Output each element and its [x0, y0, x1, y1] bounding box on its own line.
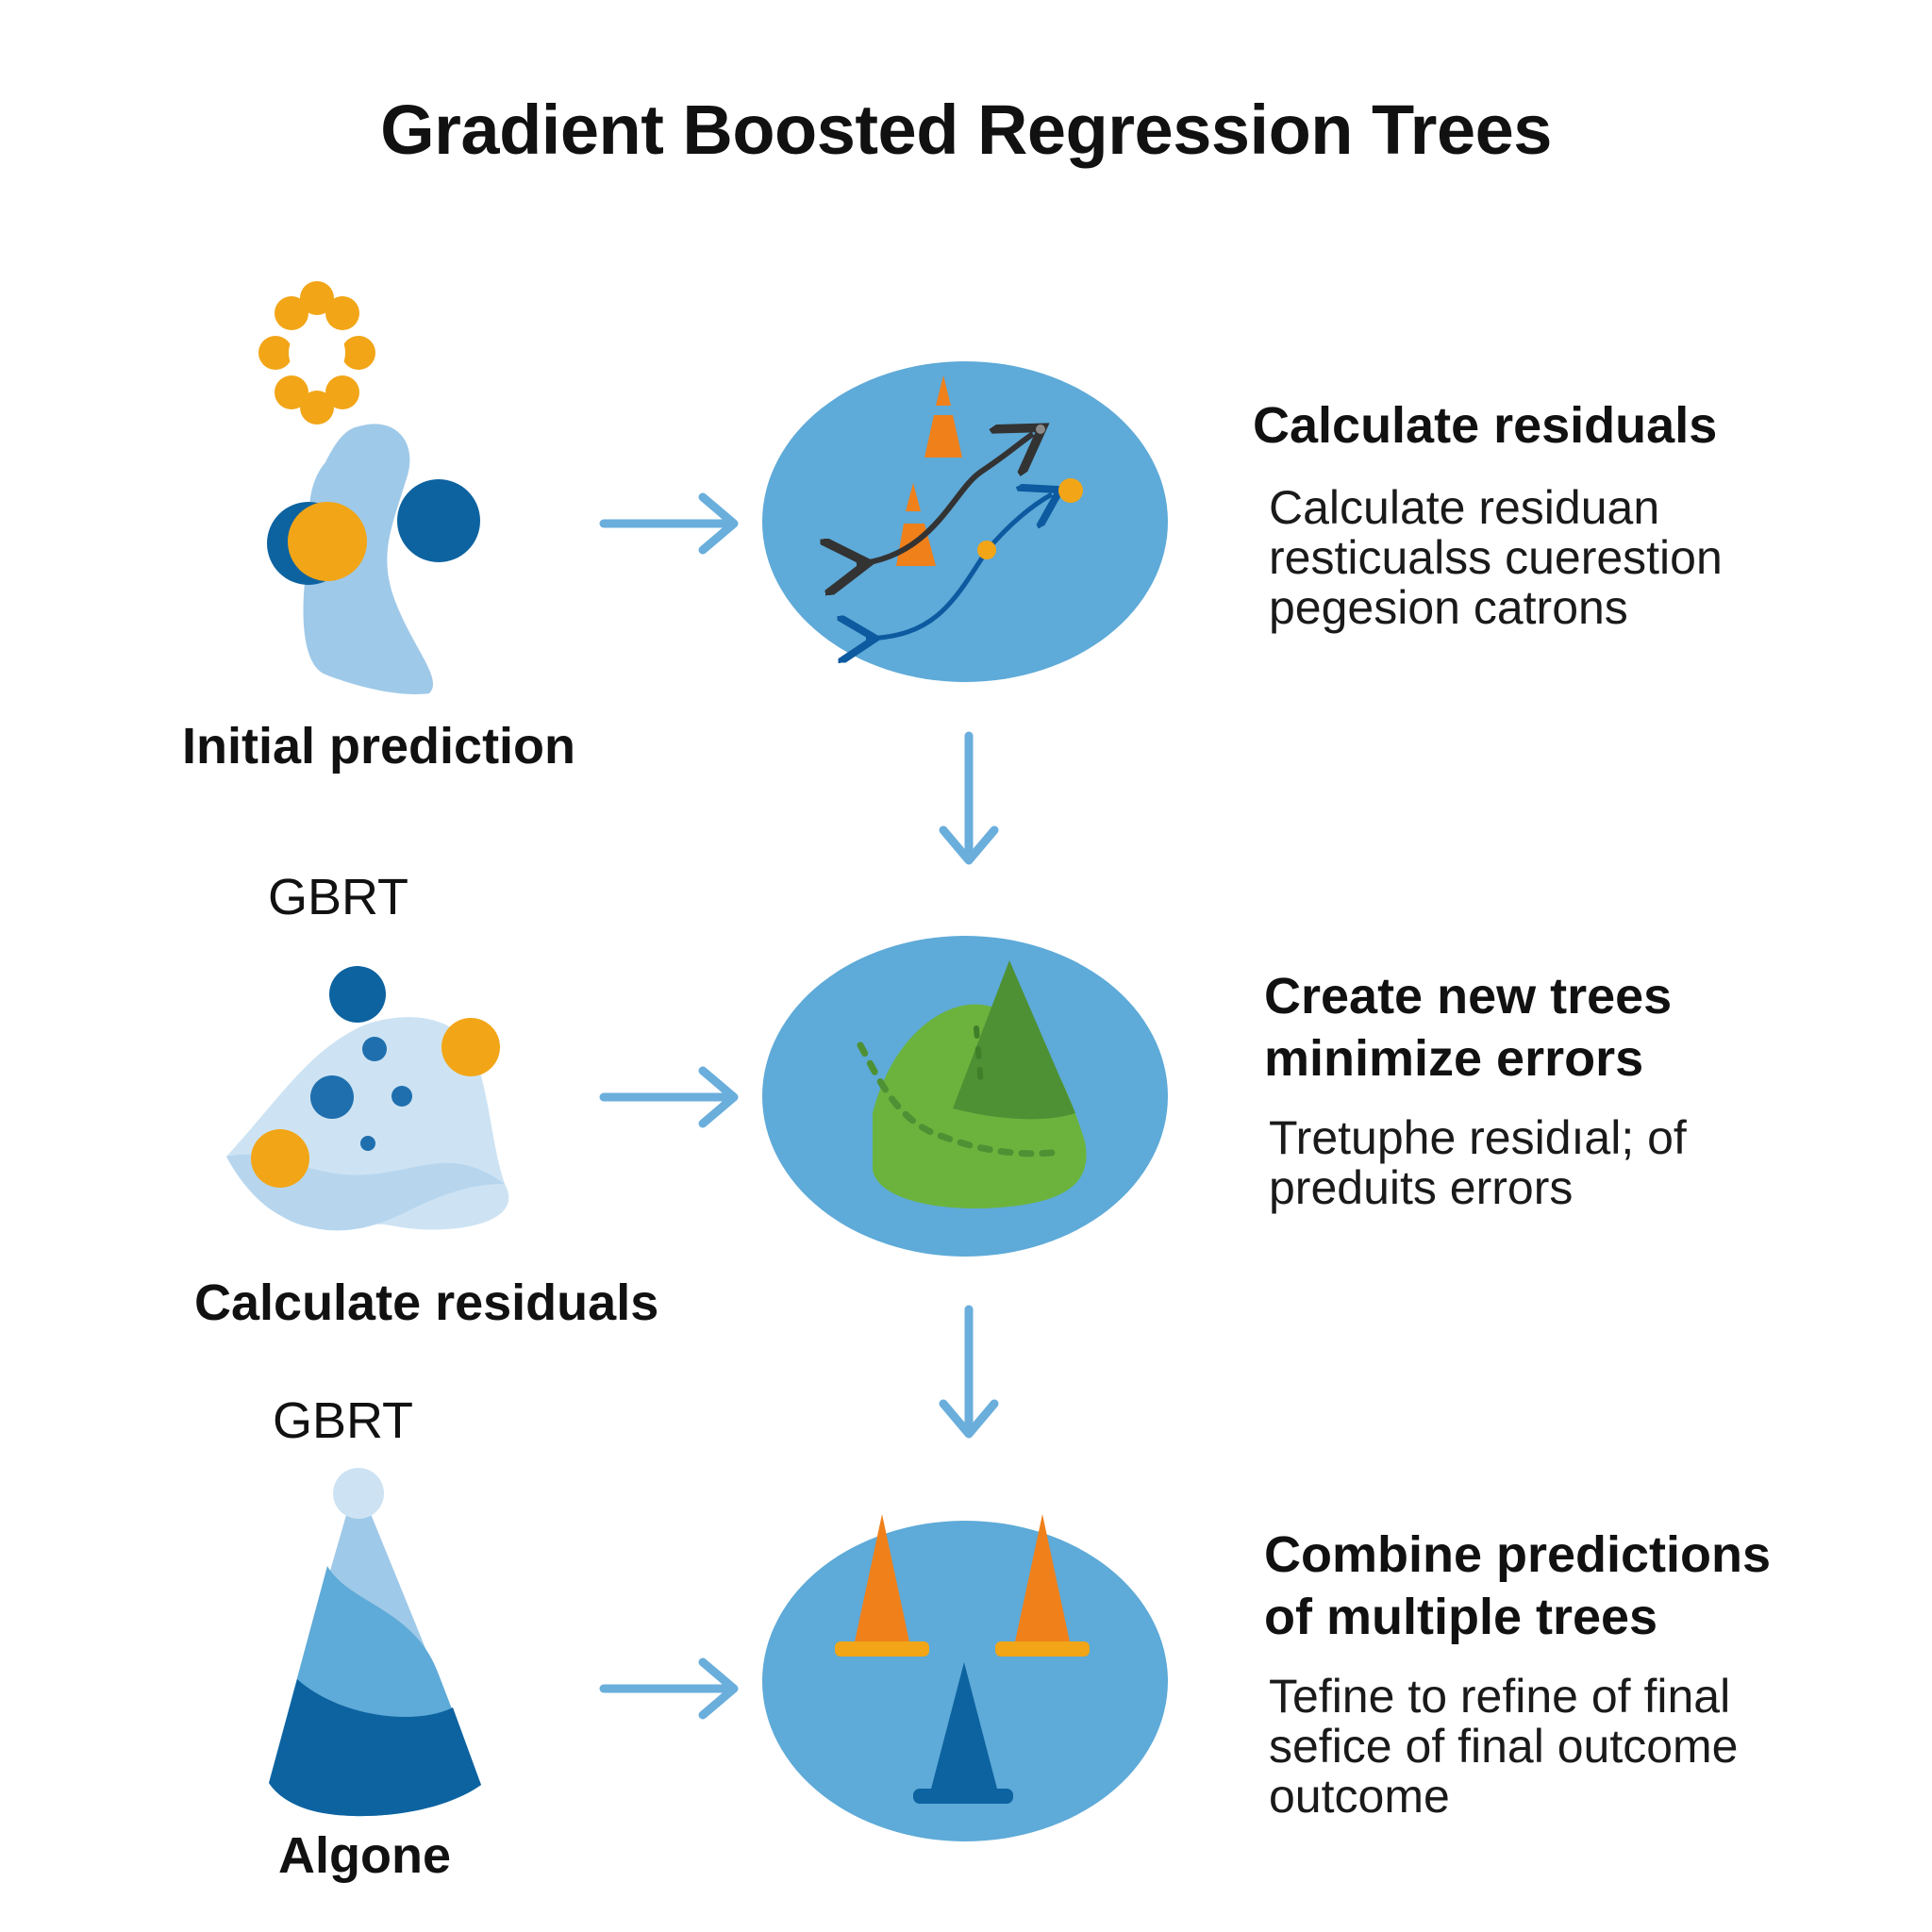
step-3-description-line: sefice of final outcome: [1269, 1720, 1739, 1773]
arrow-down-icon: [939, 1305, 999, 1439]
step-1-description-line: Calculate residuan: [1269, 481, 1660, 534]
step-2-heading-line: minimize errors: [1264, 1030, 1644, 1087]
step-3-description-line: Tefine to refine of final: [1269, 1670, 1731, 1723]
arrow-down-icon: [939, 731, 999, 865]
step-3-description: Tefine to refine of final sefice of fina…: [1269, 1672, 1739, 1822]
step-3-heading-line: Combine predictions: [1264, 1526, 1772, 1583]
step-1-description-line: resticualss cuerestion: [1269, 531, 1723, 584]
initial-prediction-illustration: [267, 424, 480, 694]
arrow-right-icon: [599, 1066, 739, 1128]
step-2-description: Tretuphe residıal; of preduits errors: [1269, 1113, 1687, 1213]
algone-label: Algone: [278, 1827, 451, 1884]
step-2-description-line: preduits errors: [1269, 1161, 1574, 1214]
step-3-description-line: outcome: [1269, 1770, 1450, 1823]
step-1-description-line: pegesion catrons: [1269, 581, 1628, 634]
page-title: Gradient Boosted Regression Trees: [380, 91, 1552, 169]
step-2-heading-line: Create new trees: [1264, 968, 1673, 1024]
combine-trees-circle-illustration: [762, 1514, 1168, 1841]
initial-prediction-label: Initial prediction: [182, 718, 576, 774]
cone-illustration: [269, 1468, 481, 1817]
flower-icon: [258, 281, 375, 425]
residuals-illustration: [226, 966, 509, 1231]
residuals-circle-illustration: [762, 361, 1168, 682]
step-1-heading-line: Calculate residuals: [1253, 397, 1718, 454]
step-1-description: Calculate residuan resticualss cuerestio…: [1269, 483, 1723, 633]
step-2-description-line: Tretuphe residıal; of: [1269, 1111, 1687, 1164]
new-tree-circle-illustration: [762, 936, 1168, 1257]
step-1-heading: Calculate residuals: [1253, 394, 1717, 457]
gbrt-label: GBRT: [268, 869, 409, 925]
gbrt-label: GBRT: [273, 1392, 414, 1449]
calculate-residuals-label: Calculate residuals: [194, 1274, 659, 1331]
arrow-right-icon: [599, 492, 739, 555]
step-3-heading-line: of multiple trees: [1264, 1589, 1658, 1645]
step-2-heading: Create new trees minimize errors: [1264, 965, 1672, 1090]
step-3-heading: Combine predictions of multiple trees: [1264, 1524, 1771, 1648]
arrow-right-icon: [599, 1657, 739, 1720]
